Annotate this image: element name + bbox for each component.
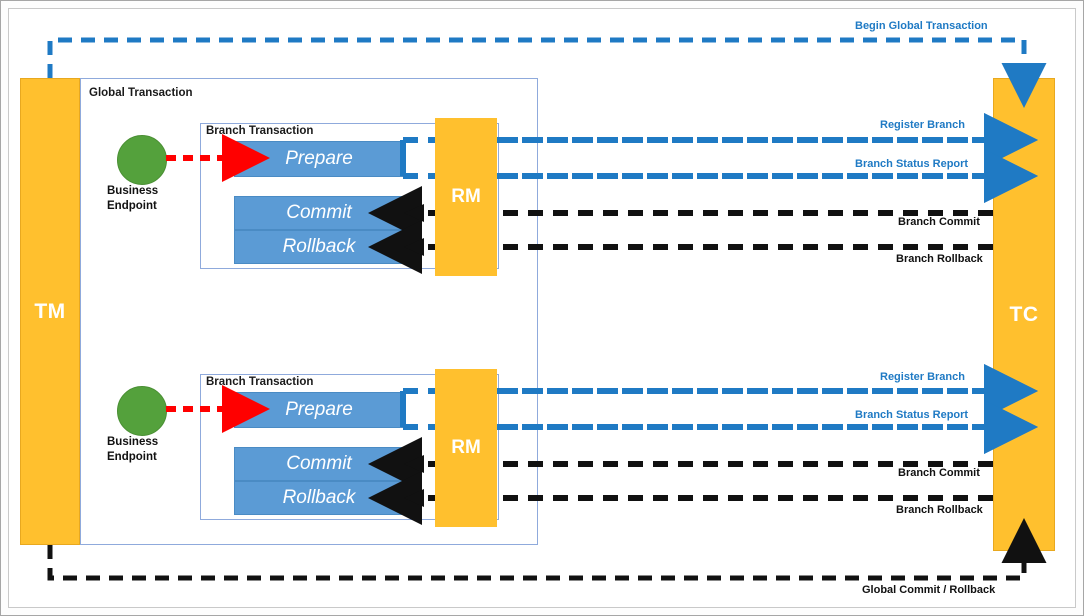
branch-1-label-branch-status-report: Branch Status Report: [855, 158, 969, 170]
branch-1-label-branch-rollback: Branch Rollback: [896, 253, 983, 265]
global-transaction-title: Global Transaction: [89, 87, 193, 99]
branch-2-action-commit[interactable]: Commit: [234, 447, 404, 481]
branch-1-rm-bar[interactable]: RM: [435, 118, 497, 276]
window-frame-inner: [8, 8, 1076, 608]
branch-1-business-endpoint-label: Business Endpoint: [107, 185, 159, 212]
branch-1-region-title: Branch Transaction: [206, 125, 314, 137]
branch-2-label-branch-status-report: Branch Status Report: [855, 409, 969, 421]
pillar-tm[interactable]: TM: [20, 78, 80, 545]
branch-2-action-prepare[interactable]: Prepare: [234, 392, 404, 428]
branch-2-region: [200, 374, 499, 520]
label-global-commit-rollback: Global Commit / Rollback: [862, 584, 996, 596]
branch-2-label-branch-commit: Branch Commit: [898, 467, 980, 479]
branch-2-business-endpoint-dot[interactable]: [117, 386, 167, 436]
branch-2-region-title: Branch Transaction: [206, 376, 314, 388]
branch-1-rm-label: RM: [451, 186, 481, 207]
branch-1-action-prepare-label: Prepare: [285, 148, 353, 169]
branch-2-rm-label: RM: [451, 437, 481, 458]
branch-2-rm-bar[interactable]: RM: [435, 369, 497, 527]
branch-1-label-branch-commit: Branch Commit: [898, 216, 980, 228]
branch-2-action-prepare-label: Prepare: [285, 399, 353, 420]
branch-2-business-endpoint-label: Business Endpoint: [107, 436, 159, 463]
branch-1-region: [200, 123, 499, 269]
branch-2-action-commit-label: Commit: [286, 453, 352, 474]
branch-1-action-rollback-label: Rollback: [282, 236, 356, 257]
branch-1-business-endpoint-dot[interactable]: [117, 135, 167, 185]
label-begin-global-transaction: Begin Global Transaction: [855, 20, 988, 32]
pillar-tm-label: TM: [34, 299, 66, 323]
branch-1-action-commit[interactable]: Commit: [234, 196, 404, 230]
branch-2-action-rollback[interactable]: Rollback: [234, 481, 404, 515]
branch-1-action-rollback[interactable]: Rollback: [234, 230, 404, 264]
branch-2-action-rollback-label: Rollback: [282, 487, 356, 508]
branch-1-action-commit-label: Commit: [286, 202, 352, 223]
branch-1-action-prepare[interactable]: Prepare: [234, 141, 404, 177]
branch-2-label-register-branch: Register Branch: [880, 371, 965, 383]
pillar-tc-label: TC: [1009, 302, 1039, 326]
global-transaction-region: [80, 78, 538, 545]
branch-2-label-branch-rollback: Branch Rollback: [896, 504, 983, 516]
pillar-tc[interactable]: TC: [993, 78, 1055, 551]
branch-1-label-register-branch: Register Branch: [880, 119, 965, 131]
